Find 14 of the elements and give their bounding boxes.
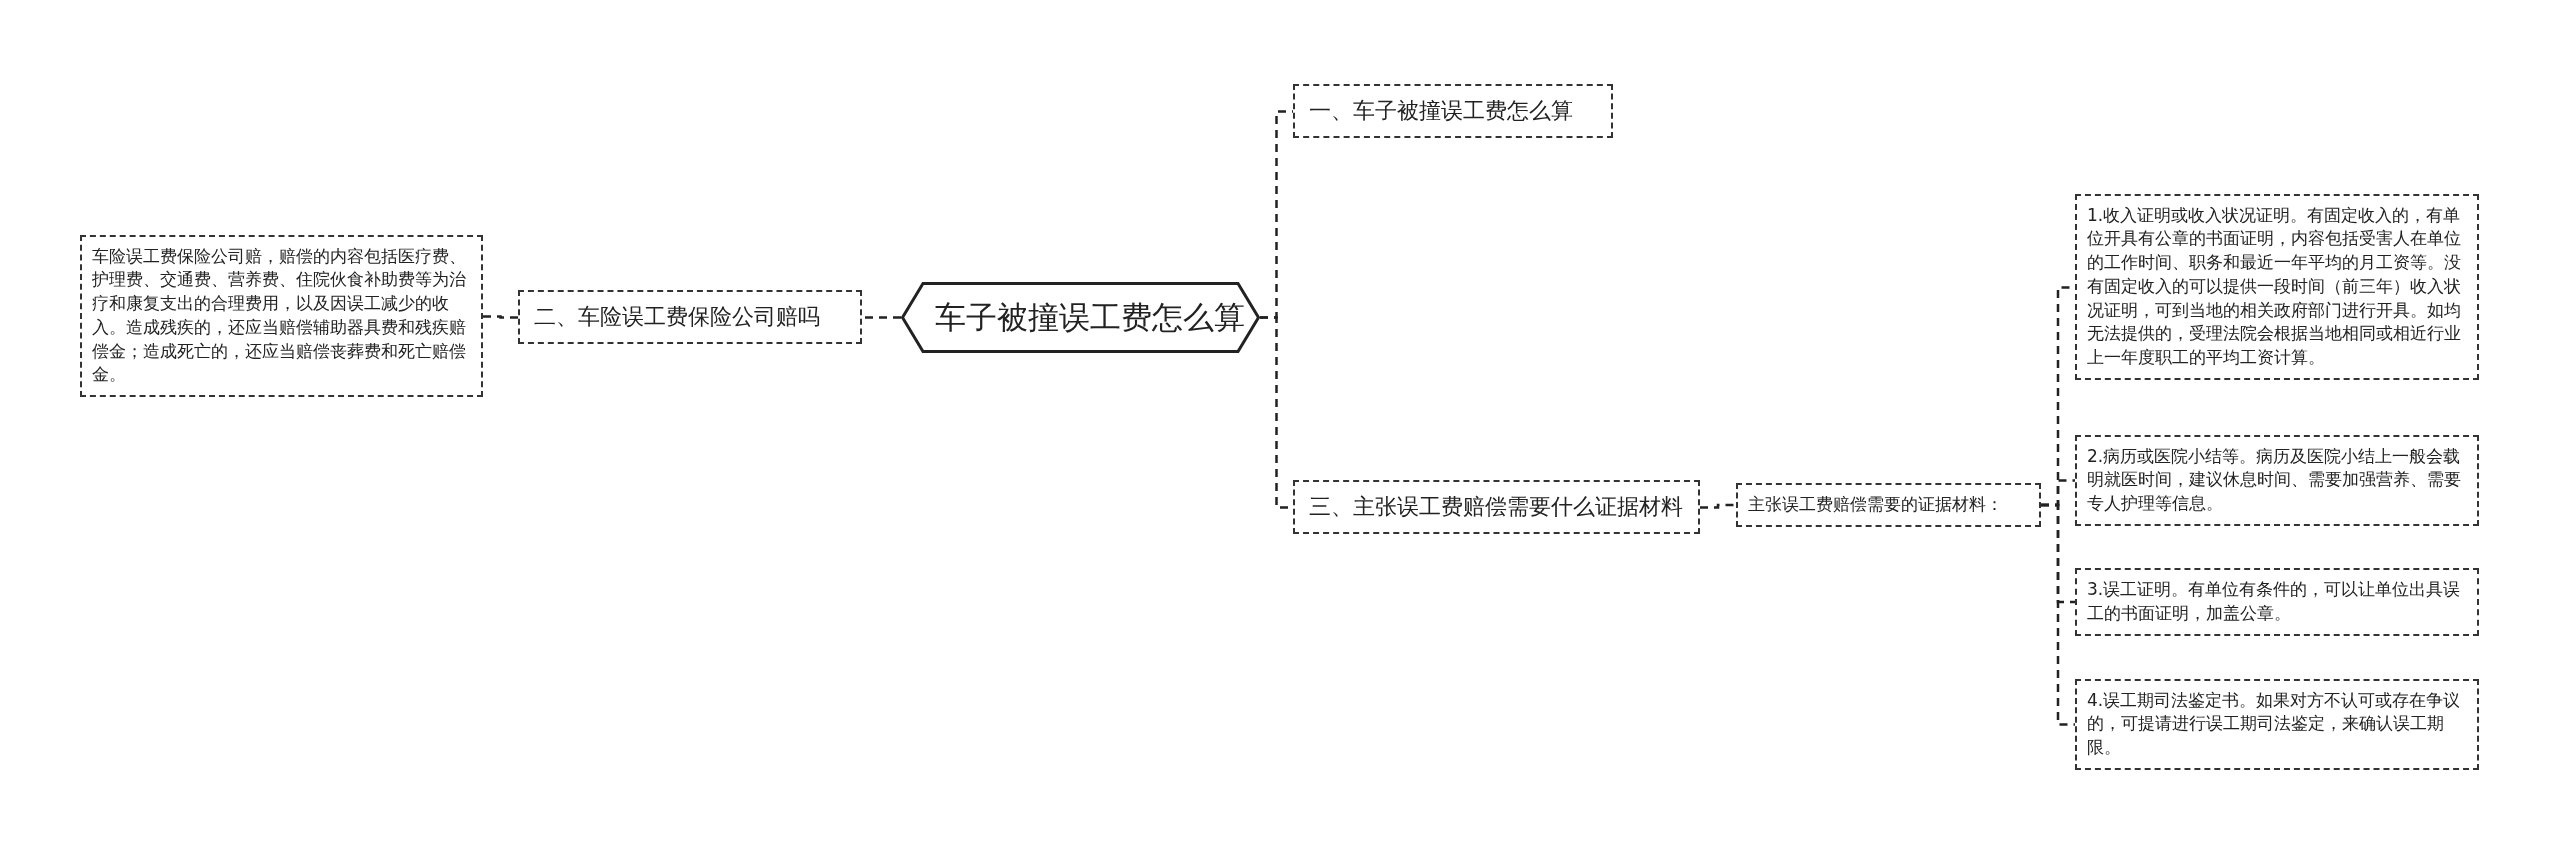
topic-box: 一、车子被撞误工费怎么算 — [1293, 83, 1613, 139]
note-box: 车险误工费保险公司赔，赔偿的内容包括医疗费、护理费、交通费、营养费、住院伙食补助费等为治疗和康复支出的合理费用，以及因误工减少的收入。造成残疾的，还应当赔偿辅助器具费和残疾赔偿金；造成死亡的，还应当赔偿丧葬费和死亡赔偿金。 — [80, 234, 483, 398]
note-box: 4.误工期司法鉴定书。如果对方不认可或存在争议的，可提请进行误工期司法鉴定，来确认误工期限。 — [2075, 678, 2479, 770]
topic-box: 主张误工费赔偿需要的证据材料： — [1736, 483, 2041, 527]
note-box: 2.病历或医院小结等。病历及医院小结上一般会载明就医时间，建议休息时间、需要加强营养、需要专人护理等信息。 — [2075, 434, 2479, 526]
connector — [1700, 503, 1736, 509]
topic-box: 二、车险误工费保险公司赔吗 — [518, 289, 862, 345]
connector — [483, 315, 518, 319]
connector — [2041, 503, 2075, 726]
topic-box: 三、主张误工费赔偿需要什么证据材料 — [1293, 479, 1700, 535]
connector — [862, 316, 901, 319]
central-topic: 车子被撞误工费怎么算 — [901, 281, 1260, 353]
note-box: 3.误工证明。有单位有条件的，可以让单位出具误工的书面证明，加盖公章。 — [2075, 568, 2479, 636]
note-box: 1.收入证明或收入状况证明。有固定收入的，有单位开具有公章的书面证明，内容包括受害人在单位的工作时间、职务和最近一年平均的月工资等。没有固定收入的可以提供一段时间（前三年）收入状况证明，可到当地的相关政府部门进行开具。如均无法提供的，受理法院会根据当地相同或相近行业上一年度职工的平均工资计算。 — [2075, 193, 2479, 381]
